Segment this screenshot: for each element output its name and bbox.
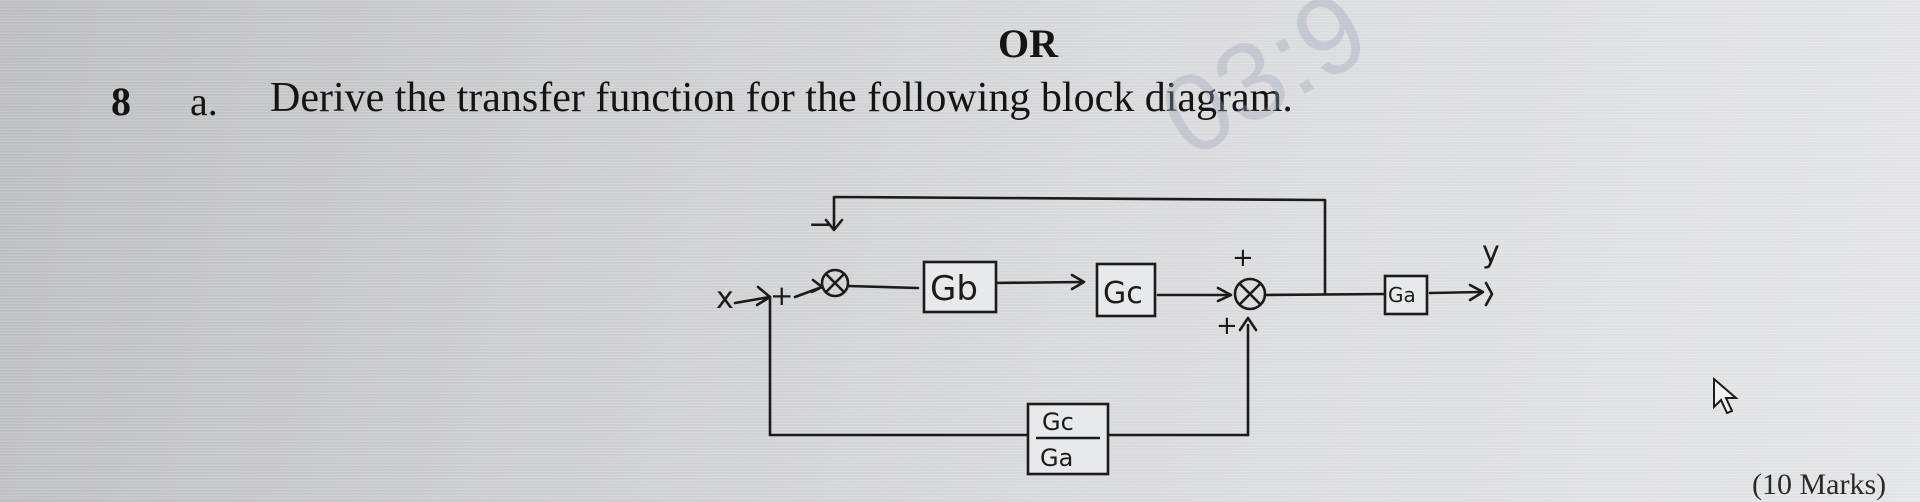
marks-label: (10 Marks) bbox=[1752, 468, 1887, 501]
summing-junction-2-cross bbox=[1238, 282, 1262, 306]
sum1-minus-sign: − bbox=[808, 207, 833, 242]
question-number: 8 bbox=[111, 79, 131, 124]
block-gb bbox=[922, 260, 998, 314]
question-text: Derive the transfer function for the fol… bbox=[270, 75, 1293, 121]
sum2-bottom-plus-sign: + bbox=[1216, 311, 1238, 341]
feed-numerator-label: Gc bbox=[1042, 408, 1074, 436]
input-label: x bbox=[716, 281, 734, 316]
block-gc-label: Gc bbox=[1103, 276, 1143, 311]
arrow-cursor-icon bbox=[1713, 376, 1739, 415]
output-label: y bbox=[1482, 235, 1500, 270]
feed-denominator-label: Ga bbox=[1040, 444, 1073, 472]
sum2-top-plus-sign: + bbox=[1232, 243, 1254, 273]
feedback-loop-line bbox=[832, 195, 1327, 296]
feedback-arrow bbox=[824, 218, 844, 232]
block-gb-label: Gb bbox=[930, 269, 978, 309]
sum1-input-arrow bbox=[810, 278, 824, 294]
question-part: a. bbox=[190, 79, 218, 124]
watermark: 03:9 bbox=[1141, 0, 1388, 181]
input-arrow bbox=[755, 285, 772, 307]
or-heading: OR bbox=[998, 21, 1058, 66]
output-tail-arrow bbox=[1484, 281, 1494, 307]
summing-junction-1-cross bbox=[824, 272, 846, 294]
block-ga bbox=[1383, 274, 1429, 316]
summing-junction-1 bbox=[820, 268, 850, 298]
feedforward-arrow bbox=[1238, 316, 1258, 332]
output-arrow bbox=[1468, 283, 1485, 302]
block-ga-label: Ga bbox=[1388, 283, 1416, 307]
input-line bbox=[733, 295, 772, 305]
sum1-plus-sign: + bbox=[770, 279, 793, 312]
output-line bbox=[1428, 290, 1484, 295]
feedforward-line-left bbox=[768, 295, 1250, 437]
gc-to-sum2-arrow bbox=[1216, 286, 1233, 303]
sum1-to-gb-line bbox=[846, 284, 920, 290]
gb-to-gc-arrow bbox=[1070, 273, 1086, 291]
gb-to-gc-line bbox=[991, 280, 1084, 285]
block-gc bbox=[1095, 262, 1157, 318]
